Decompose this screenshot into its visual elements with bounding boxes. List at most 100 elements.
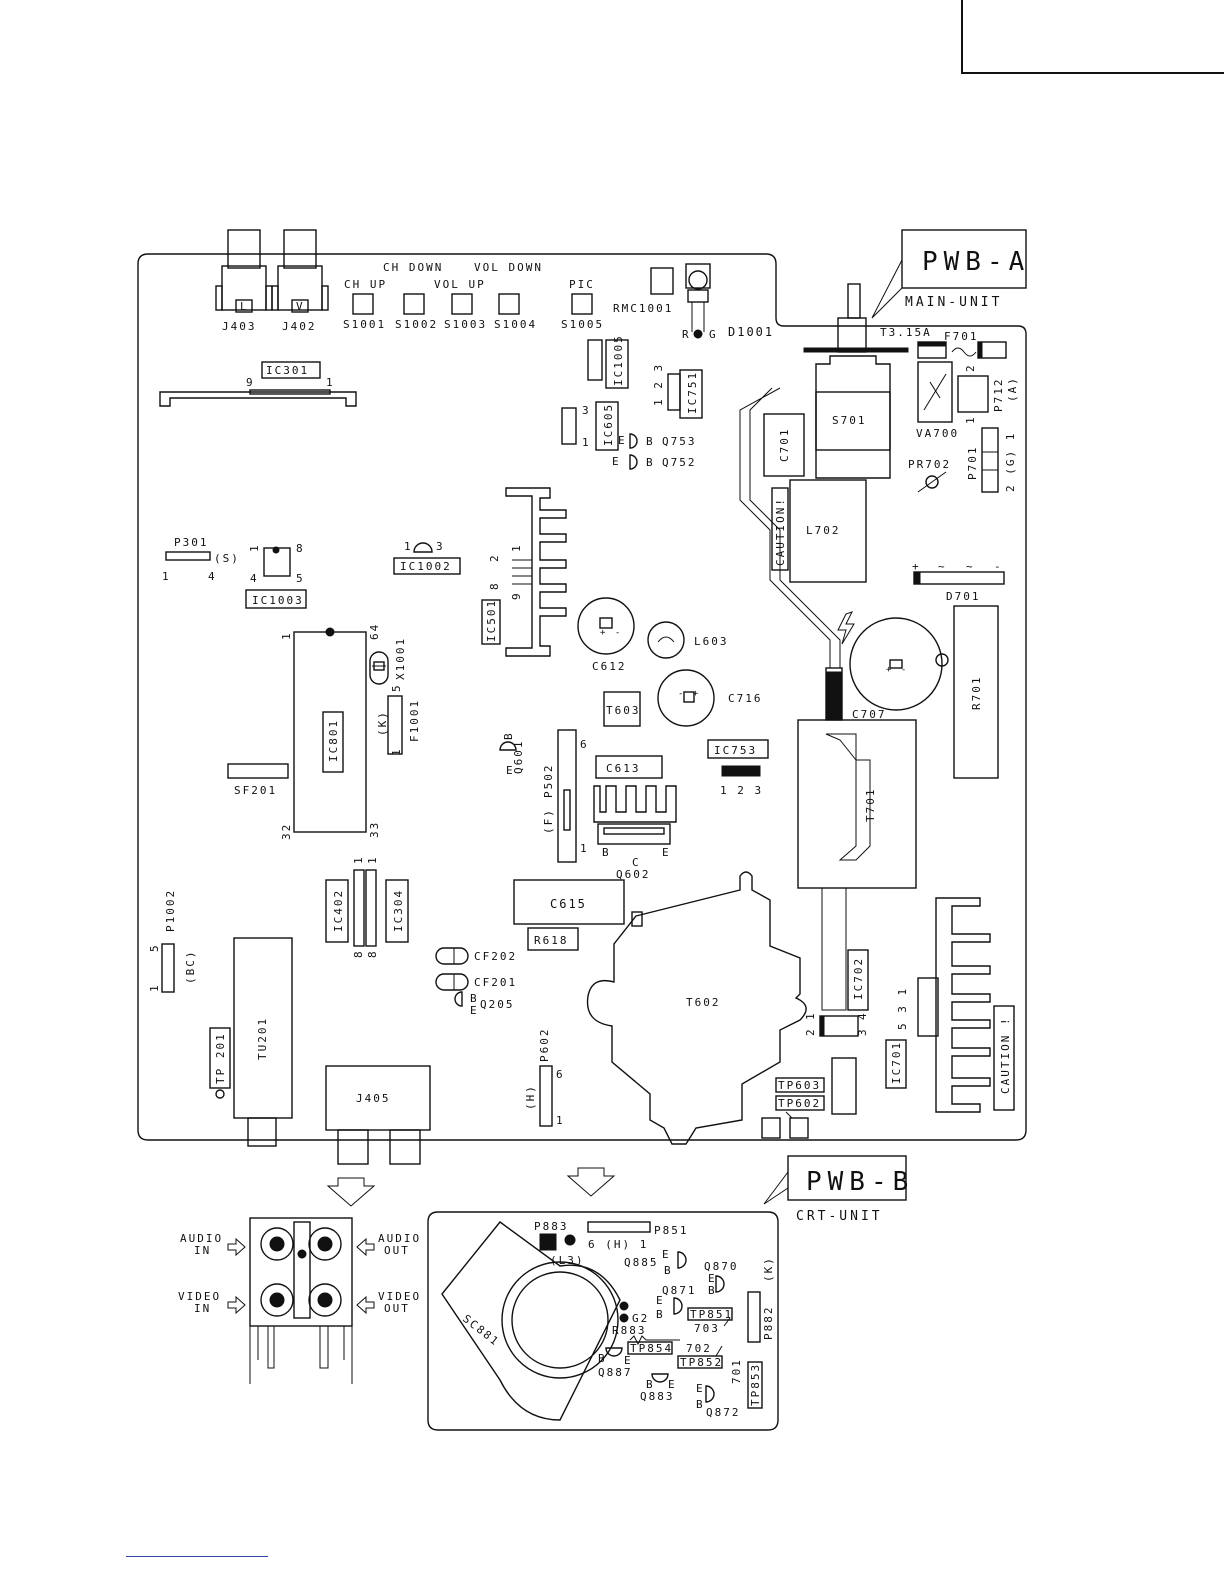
f1001 bbox=[387, 695, 403, 755]
label-three: 3 bbox=[436, 540, 445, 553]
label-q602: Q602 bbox=[616, 868, 651, 881]
crt-board-outline bbox=[427, 1211, 779, 1431]
label-d701: D701 bbox=[946, 590, 981, 603]
label-gog: G bbox=[709, 328, 718, 341]
l702 bbox=[789, 479, 867, 583]
label-one: 1 bbox=[404, 540, 413, 553]
t603 bbox=[603, 691, 641, 727]
label-b: B bbox=[664, 1264, 673, 1277]
label-tp854: TP854 bbox=[630, 1342, 673, 1355]
label-five31: 5 3 1 bbox=[896, 987, 909, 1030]
label-n701: 701 bbox=[730, 1358, 743, 1384]
label-d1001: D1001 bbox=[728, 325, 774, 339]
label-one: 1 bbox=[964, 415, 977, 424]
label-b: B bbox=[708, 1284, 717, 1297]
label-video-in2: IN bbox=[194, 1302, 211, 1315]
sf201 bbox=[227, 763, 289, 779]
s701 bbox=[815, 355, 891, 479]
tp603 bbox=[775, 1077, 825, 1093]
ic753 bbox=[707, 739, 769, 759]
p883 bbox=[539, 1233, 557, 1251]
label-b: B bbox=[646, 435, 655, 448]
label-n702: 702 bbox=[686, 1342, 712, 1355]
label-tp851: TP851 bbox=[690, 1308, 733, 1321]
label-six: 6 bbox=[580, 738, 589, 751]
label-e: E bbox=[656, 1294, 665, 1307]
label-one: 1 bbox=[580, 842, 589, 855]
label-a-p: (A) bbox=[1006, 376, 1019, 402]
label-l702: L702 bbox=[806, 524, 841, 537]
label-e: E bbox=[612, 455, 621, 468]
label-rog: R bbox=[682, 328, 691, 341]
label-va700: VA700 bbox=[916, 427, 959, 440]
label-cf201: CF201 bbox=[474, 976, 517, 989]
label-ic751: IC751 bbox=[686, 371, 699, 414]
label-q883: Q883 bbox=[640, 1390, 675, 1403]
label-eight: 8 bbox=[366, 949, 379, 958]
label-v: V bbox=[296, 300, 305, 313]
label-pr702: PR702 bbox=[908, 458, 951, 471]
label-tp853: TP853 bbox=[749, 1363, 762, 1406]
label-s1002: S1002 bbox=[395, 318, 438, 331]
svg-text:~: ~ bbox=[966, 560, 975, 573]
label-ic1003: IC1003 bbox=[252, 594, 304, 607]
l603 bbox=[647, 621, 685, 659]
ic1005 bbox=[587, 339, 603, 381]
label-audio-out: AUDIO bbox=[378, 1232, 421, 1245]
label-three: 3 bbox=[856, 1027, 869, 1036]
label-one: 1 bbox=[390, 747, 403, 756]
p701 bbox=[981, 427, 999, 493]
q602-heatsink bbox=[593, 785, 677, 823]
label-two: 2 bbox=[804, 1027, 817, 1036]
label-q887: Q887 bbox=[598, 1366, 633, 1379]
svg-text:- +: - + bbox=[678, 689, 700, 699]
label-video-out: VIDEO bbox=[378, 1290, 421, 1303]
label-b: B bbox=[646, 456, 655, 469]
jack-j402: V J402 bbox=[271, 229, 329, 333]
label-n703: 703 bbox=[694, 1322, 720, 1335]
label-ic753: IC753 bbox=[714, 744, 757, 757]
label-ic1002: IC1002 bbox=[400, 560, 452, 573]
tp853 bbox=[747, 1361, 763, 1409]
label-nine: 9 bbox=[510, 591, 523, 600]
ic605 bbox=[595, 401, 619, 451]
label-e: E bbox=[470, 1004, 479, 1017]
label-one: 1 bbox=[556, 1114, 565, 1127]
tp201 bbox=[209, 1027, 231, 1089]
heatsink-ic701 bbox=[935, 897, 991, 1113]
label-j403: J403 bbox=[222, 320, 257, 333]
label-three: 3 bbox=[582, 404, 591, 417]
svg-text:+ -: + - bbox=[886, 665, 908, 675]
label-q871: Q871 bbox=[662, 1284, 697, 1297]
label-cf202: CF202 bbox=[474, 950, 517, 963]
label-t315a: T3.15A bbox=[880, 326, 932, 339]
label-audio-in: AUDIO bbox=[180, 1232, 223, 1245]
ic702 bbox=[847, 949, 869, 1011]
label-e: E bbox=[662, 1248, 671, 1261]
label-p301: P301 bbox=[174, 536, 209, 549]
label-f1001: F1001 bbox=[408, 699, 421, 742]
label-eight: 8 bbox=[488, 581, 501, 590]
label-s1005: S1005 bbox=[561, 318, 604, 331]
main-board-outline bbox=[137, 253, 1027, 1141]
svg-text:-: - bbox=[994, 560, 1003, 573]
label-ic701: IC701 bbox=[890, 1041, 903, 1084]
d701 bbox=[913, 571, 1005, 585]
label-one: 1 bbox=[248, 543, 261, 552]
corner-frame bbox=[961, 0, 1224, 74]
label-l3-p: (L3) bbox=[550, 1254, 585, 1267]
label-p1002: P1002 bbox=[164, 889, 177, 932]
label-r618: R618 bbox=[534, 934, 569, 947]
fuse-holder bbox=[847, 283, 861, 319]
t701 bbox=[797, 719, 917, 889]
hv-lead bbox=[739, 387, 841, 668]
footer-rule bbox=[126, 1556, 268, 1557]
ic501 bbox=[481, 599, 501, 645]
label-q753: Q753 bbox=[662, 435, 697, 448]
label-one: 1 bbox=[366, 855, 379, 864]
label-one: 1 bbox=[510, 543, 523, 552]
rmc1001 bbox=[650, 267, 674, 295]
label-nine: 9 bbox=[246, 376, 255, 389]
label-one: 1 bbox=[280, 631, 293, 640]
label-vol-down: VOL DOWN bbox=[474, 261, 543, 274]
